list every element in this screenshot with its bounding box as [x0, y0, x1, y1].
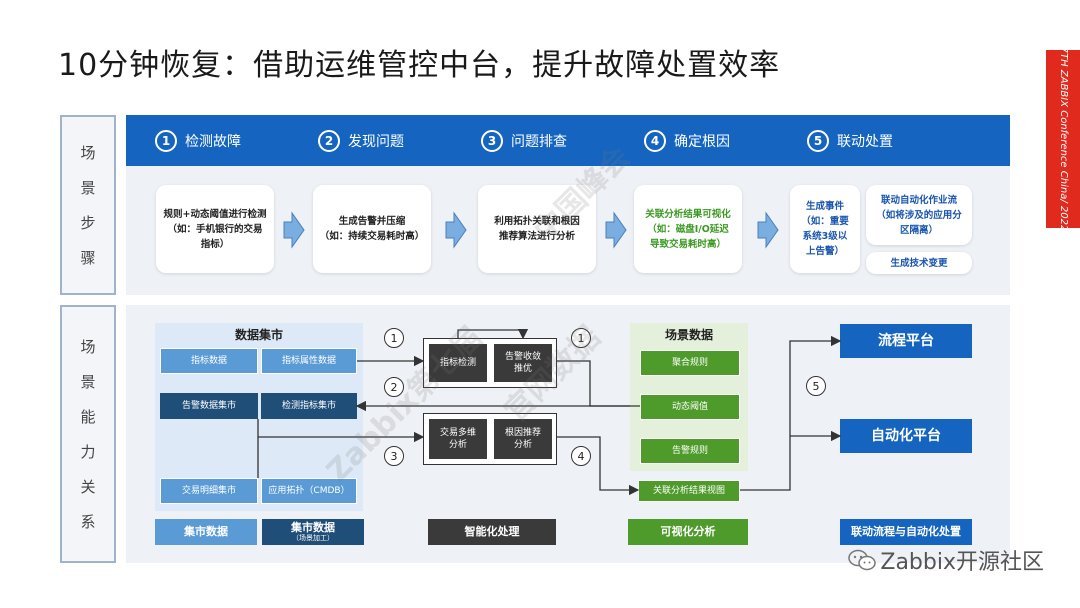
- mart-detect-metric: 检测指标集市: [261, 393, 357, 419]
- mart-alert-data: 告警数据集市: [160, 393, 258, 419]
- brand-text: Zabbix开源社区: [880, 550, 1044, 575]
- step-card-visual: 关联分析结果可视化 （如：磁盘I/O延迟 导致交易耗时高）: [634, 185, 742, 273]
- mart-metric-data: 指标数据: [160, 348, 258, 374]
- footer-visual-analysis: 可视化分析: [628, 519, 748, 545]
- scene-capability-label: 场 景 能 力 关 系: [60, 305, 116, 563]
- step-card-alert: 生成告警并压缩 （如：持续交易耗时高）: [313, 185, 431, 273]
- conference-badge-text: 7TH ZABBIX Conference China/ 2022: [1058, 46, 1069, 232]
- scene-steps-label: 场 景 步 骤: [60, 115, 116, 295]
- scene-alert-rule: 告警规则: [640, 438, 740, 464]
- scene-data-title: 场景数据: [664, 328, 713, 342]
- footer-smart-processing: 智能化处理: [428, 519, 556, 545]
- scene-dynamic-threshold: 动态阈值: [640, 394, 740, 420]
- proc-transaction-analysis: 交易多维 分析: [428, 418, 488, 460]
- step-card-event: 生成事件 （如：重要 系统3级以 上告警）: [790, 185, 860, 273]
- step-card-detect: 规则+动态阈值进行检测 （如：手机银行的交易 指标）: [156, 185, 274, 273]
- footer-mart-data: 集市数据: [155, 519, 257, 545]
- process-platform: 流程平台: [840, 324, 972, 358]
- flow-num-4: 4: [571, 446, 591, 466]
- mart-metric-attr-data: 指标属性数据: [261, 348, 357, 374]
- mart-app-topology: 应用拓扑（CMDB）: [261, 478, 357, 504]
- step-card-automation: 联动自动化作业流 （如将涉及的应用分 区隔离）: [866, 185, 972, 245]
- conference-badge: 7TH ZABBIX Conference China/ 2022: [1046, 47, 1080, 231]
- flow-num-1: 1: [384, 328, 404, 348]
- footer-mart-processed: 集市数据 （场景加工）: [262, 519, 364, 545]
- flow-num-2: 2: [384, 377, 404, 397]
- data-mart-title: 数据集市: [234, 328, 283, 342]
- scene-result-view: 关联分析结果视图: [638, 480, 740, 502]
- flow-num-3: 3: [384, 446, 404, 466]
- automation-platform: 自动化平台: [840, 419, 972, 453]
- step-card-analysis: 利用拓扑关联和根因 推荐算法进行分析: [478, 185, 596, 273]
- wechat-icon: [848, 549, 877, 571]
- flow-num-1b: 1: [571, 328, 591, 348]
- proc-root-cause: 根因推荐 分析: [493, 418, 553, 460]
- brand-footer: Zabbix开源社区: [848, 544, 1044, 576]
- scene-agg-rule: 聚合规则: [640, 350, 740, 376]
- page-title: 10分钟恢复：借助运维管控中台，提升故障处置效率: [58, 48, 781, 83]
- mart-transaction-detail: 交易明细集市: [160, 478, 258, 504]
- proc-metric-detect: 指标检测: [428, 343, 488, 383]
- step-card-change: 生成技术变更: [866, 252, 972, 274]
- flow-num-5: 5: [806, 376, 826, 396]
- steps-header-bar: [126, 115, 1010, 166]
- proc-alert-converge: 告警收敛 推优: [493, 343, 553, 383]
- footer-linkage: 联动流程与自动化处置: [840, 519, 972, 545]
